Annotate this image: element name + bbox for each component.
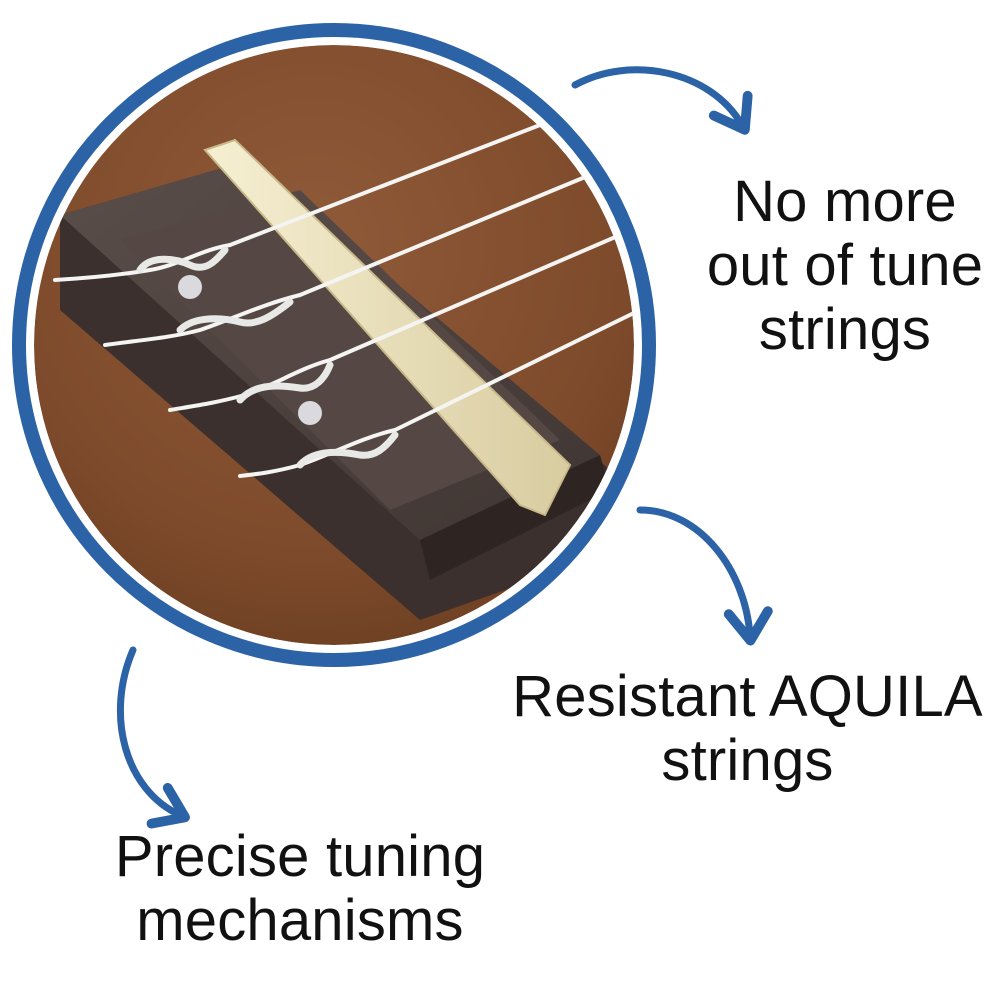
feature-caption-tune-stability: No more out of tune strings — [690, 170, 1000, 362]
photo-frame-ring — [12, 23, 656, 667]
feature-caption-aquila-strings: Resistant AQUILA strings — [495, 665, 1000, 793]
bridge-pin-dot — [178, 275, 202, 299]
strings — [53, 123, 634, 478]
ukulele-bridge-photo — [34, 45, 634, 645]
arrow-icon — [571, 66, 753, 135]
caption-line: Resistant AQUILA — [512, 664, 983, 729]
caption-line: mechanisms — [136, 888, 464, 953]
saddle — [203, 138, 572, 517]
feature-caption-tuning-mechanisms: Precise tuning mechanisms — [90, 825, 510, 953]
caption-line: strings — [758, 297, 932, 362]
caption-line: strings — [661, 728, 834, 793]
caption-line: No more — [733, 169, 957, 234]
caption-line: out of tune — [706, 233, 984, 298]
caption-line: Precise tuning — [114, 824, 486, 889]
arrow-icon — [117, 646, 190, 829]
arrow-icon — [636, 506, 773, 646]
bridge-pin-dot — [298, 401, 322, 425]
